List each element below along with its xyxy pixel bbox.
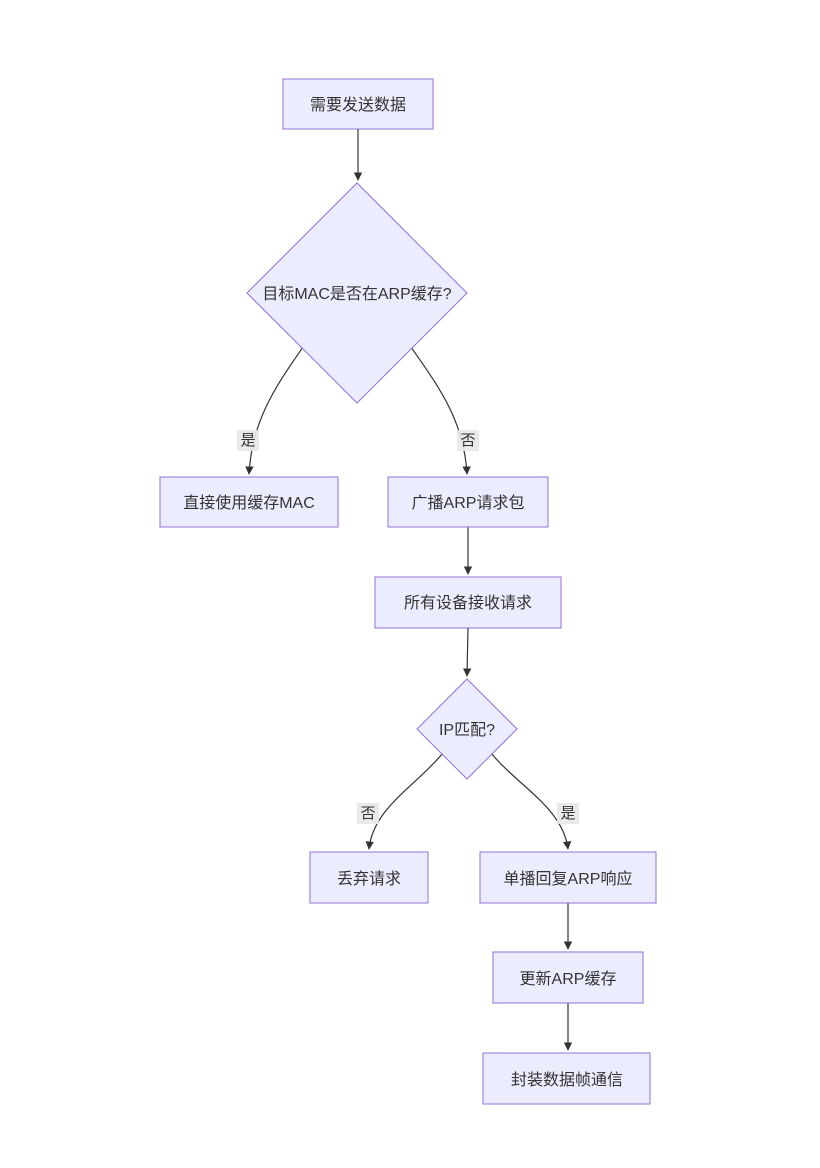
svg-text:所有设备接收请求: 所有设备接收请求 [404,594,532,612]
svg-text:是: 是 [240,432,255,449]
node-broadcast-arp-request: 广播ARP请求包 [387,476,549,528]
edge-all-receive-to-ip-match [462,627,472,677]
svg-text:单播回复ARP响应: 单播回复ARP响应 [504,869,633,888]
edge-cache-check-to-use-cached [245,346,304,475]
edge-ip-match-to-unicast [490,752,572,850]
node-start: 需要发送数据 [282,78,434,130]
edge-label-yes-ip-match: 是 [557,803,579,824]
svg-text:需要发送数据: 需要发送数据 [310,96,406,114]
edge-cache-check-to-broadcast [410,346,471,475]
node-use-cached-mac: 直接使用缓存MAC [159,476,339,528]
svg-text:封装数据帧通信: 封装数据帧通信 [511,1071,623,1089]
svg-text:丢弃请求: 丢弃请求 [337,870,401,888]
edge-label-no-ip-match: 否 [357,803,379,824]
svg-text:IP匹配?: IP匹配? [439,721,495,739]
node-unicast-arp-reply: 单播回复ARP响应 [479,851,657,904]
svg-text:目标MAC是否在ARP缓存?: 目标MAC是否在ARP缓存? [262,285,451,303]
svg-text:是: 是 [560,805,575,822]
node-decision-arp-cache: 目标MAC是否在ARP缓存? [246,182,468,404]
node-update-arp-cache: 更新ARP缓存 [492,951,644,1004]
node-encapsulate-frame: 封装数据帧通信 [482,1052,651,1105]
node-discard-request: 丢弃请求 [309,851,429,904]
node-all-devices-receive: 所有设备接收请求 [374,576,562,629]
svg-text:广播ARP请求包: 广播ARP请求包 [412,494,525,512]
node-decision-ip-match: IP匹配? [416,678,518,780]
edge-label-no-cache: 否 [457,430,479,451]
edge-ip-match-to-discard [365,752,444,850]
svg-text:更新ARP缓存: 更新ARP缓存 [520,970,617,988]
svg-text:直接使用缓存MAC: 直接使用缓存MAC [183,494,315,512]
svg-text:否: 否 [460,432,475,449]
edge-label-yes-cache: 是 [237,430,259,451]
svg-text:否: 否 [360,805,375,822]
